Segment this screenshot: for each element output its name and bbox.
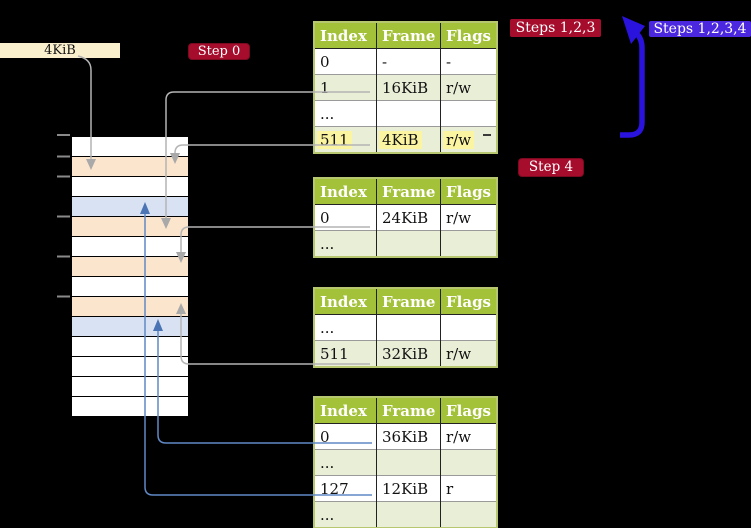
cell-flags: r/w (440, 126, 497, 153)
memory-frame-row (72, 177, 188, 197)
cell-flags: - (440, 48, 497, 75)
col-header-index: Index (314, 178, 377, 205)
table-header-row: Index Frame Flags (314, 397, 497, 424)
physical-memory-column (71, 136, 189, 417)
table-header-row: Index Frame Flags (314, 178, 497, 205)
table-row: ... (314, 449, 497, 476)
cell-index: ... (314, 230, 377, 257)
col-header-flags: Flags (440, 288, 497, 315)
memory-frame-row (72, 337, 188, 357)
highlight: r/w (443, 130, 475, 149)
cell-index: ... (314, 100, 377, 127)
col-header-index: Index (314, 288, 377, 315)
cell-flags: r/w (440, 74, 497, 101)
cell-flags: r (440, 475, 497, 502)
memory-frame-row (72, 357, 188, 377)
cell-index: ... (314, 501, 377, 528)
table-row: 0 - - (314, 48, 497, 75)
cell-frame (376, 230, 441, 257)
col-header-frame: Frame (376, 397, 441, 424)
memory-frame-row (72, 137, 188, 157)
table-row: 0 24KiB r/w (314, 204, 497, 231)
cell-index: 0 (320, 52, 330, 71)
highlight: 511 (317, 130, 352, 149)
memory-frame-row (72, 217, 188, 237)
cell-flags: r/w (440, 204, 497, 231)
page-table-top: Index Frame Flags 0 - - 1 16KiB r/w ... … (313, 21, 498, 154)
table-row: 127 12KiB r (314, 475, 497, 502)
address-tick-marks (57, 134, 70, 298)
cell-frame: 24KiB (376, 204, 441, 231)
memory-frame-row (72, 317, 188, 337)
table-header-row: Index Frame Flags (314, 288, 497, 315)
memory-frame-row (72, 397, 188, 416)
cell-frame: 36KiB (376, 423, 441, 450)
highlight: 4KiB (379, 130, 422, 149)
table-row: ... (314, 230, 497, 257)
cell-frame (376, 449, 441, 476)
col-header-index: Index (314, 397, 377, 424)
memory-frame-row (72, 197, 188, 217)
cell-flags (440, 100, 497, 127)
badge-steps-1-2-3: Steps 1,2,3 (510, 19, 601, 37)
col-header-frame: Frame (376, 288, 441, 315)
table-row: ... (314, 100, 497, 127)
memory-frame-row (72, 277, 188, 297)
cell-index: 0 (320, 208, 330, 227)
memory-frame-row (72, 377, 188, 397)
col-header-frame: Frame (376, 22, 441, 49)
memory-frame-row (72, 297, 188, 317)
table-row: ... (314, 501, 497, 528)
badge-step-0: Step 0 (188, 43, 250, 60)
cell-flags: r/w (440, 423, 497, 450)
cell-frame: 12KiB (376, 475, 441, 502)
cell-index: 511 (314, 126, 377, 153)
cell-frame (376, 501, 441, 528)
table-header-row: Index Frame Flags (314, 22, 497, 49)
cell-flags (440, 449, 497, 476)
memory-frame-row (72, 157, 188, 177)
col-header-flags: Flags (440, 178, 497, 205)
cell-frame: 32KiB (376, 340, 441, 367)
table-row: ... (314, 314, 497, 341)
badge-steps-1-2-3-4: Steps 1,2,3,4 (649, 21, 751, 37)
memory-frame-row (72, 257, 188, 277)
cell-flags (440, 501, 497, 528)
table-row: 511 32KiB r/w (314, 340, 497, 367)
cell-flags (440, 230, 497, 257)
recursive-loop-arrow (620, 28, 645, 138)
arrowhead-up-left-icon (622, 16, 645, 44)
memory-frame-row (72, 237, 188, 257)
cell-index: ... (320, 318, 335, 337)
cell-frame: 4KiB (376, 126, 441, 153)
table-row: 1 16KiB r/w (314, 74, 497, 101)
cell-index: 511 (314, 340, 377, 367)
col-header-flags: Flags (440, 397, 497, 424)
page-table-bottom: Index Frame Flags 0 36KiB r/w ... 127 12… (313, 396, 498, 528)
table-row: 0 36KiB r/w (314, 423, 497, 450)
cell-index: 1 (314, 74, 377, 101)
cell-frame: - (376, 48, 441, 75)
cell-flags: r/w (440, 340, 497, 367)
col-header-flags: Flags (440, 22, 497, 49)
frame-size-label: 4KiB (0, 43, 120, 58)
cell-flags (440, 314, 497, 341)
cell-index: ... (314, 449, 377, 476)
cell-frame: 16KiB (376, 74, 441, 101)
cell-frame (376, 314, 441, 341)
cell-index: 0 (320, 427, 330, 446)
cell-index: 127 (314, 475, 377, 502)
cell-frame (376, 100, 441, 127)
page-table-second: Index Frame Flags 0 24KiB r/w ... (313, 177, 498, 258)
col-header-frame: Frame (376, 178, 441, 205)
table-row-highlighted: 511 4KiB r/w (314, 126, 497, 153)
badge-step-4: Step 4 (518, 158, 584, 177)
page-table-third: Index Frame Flags ... 511 32KiB r/w (313, 287, 498, 368)
col-header-index: Index (314, 22, 377, 49)
